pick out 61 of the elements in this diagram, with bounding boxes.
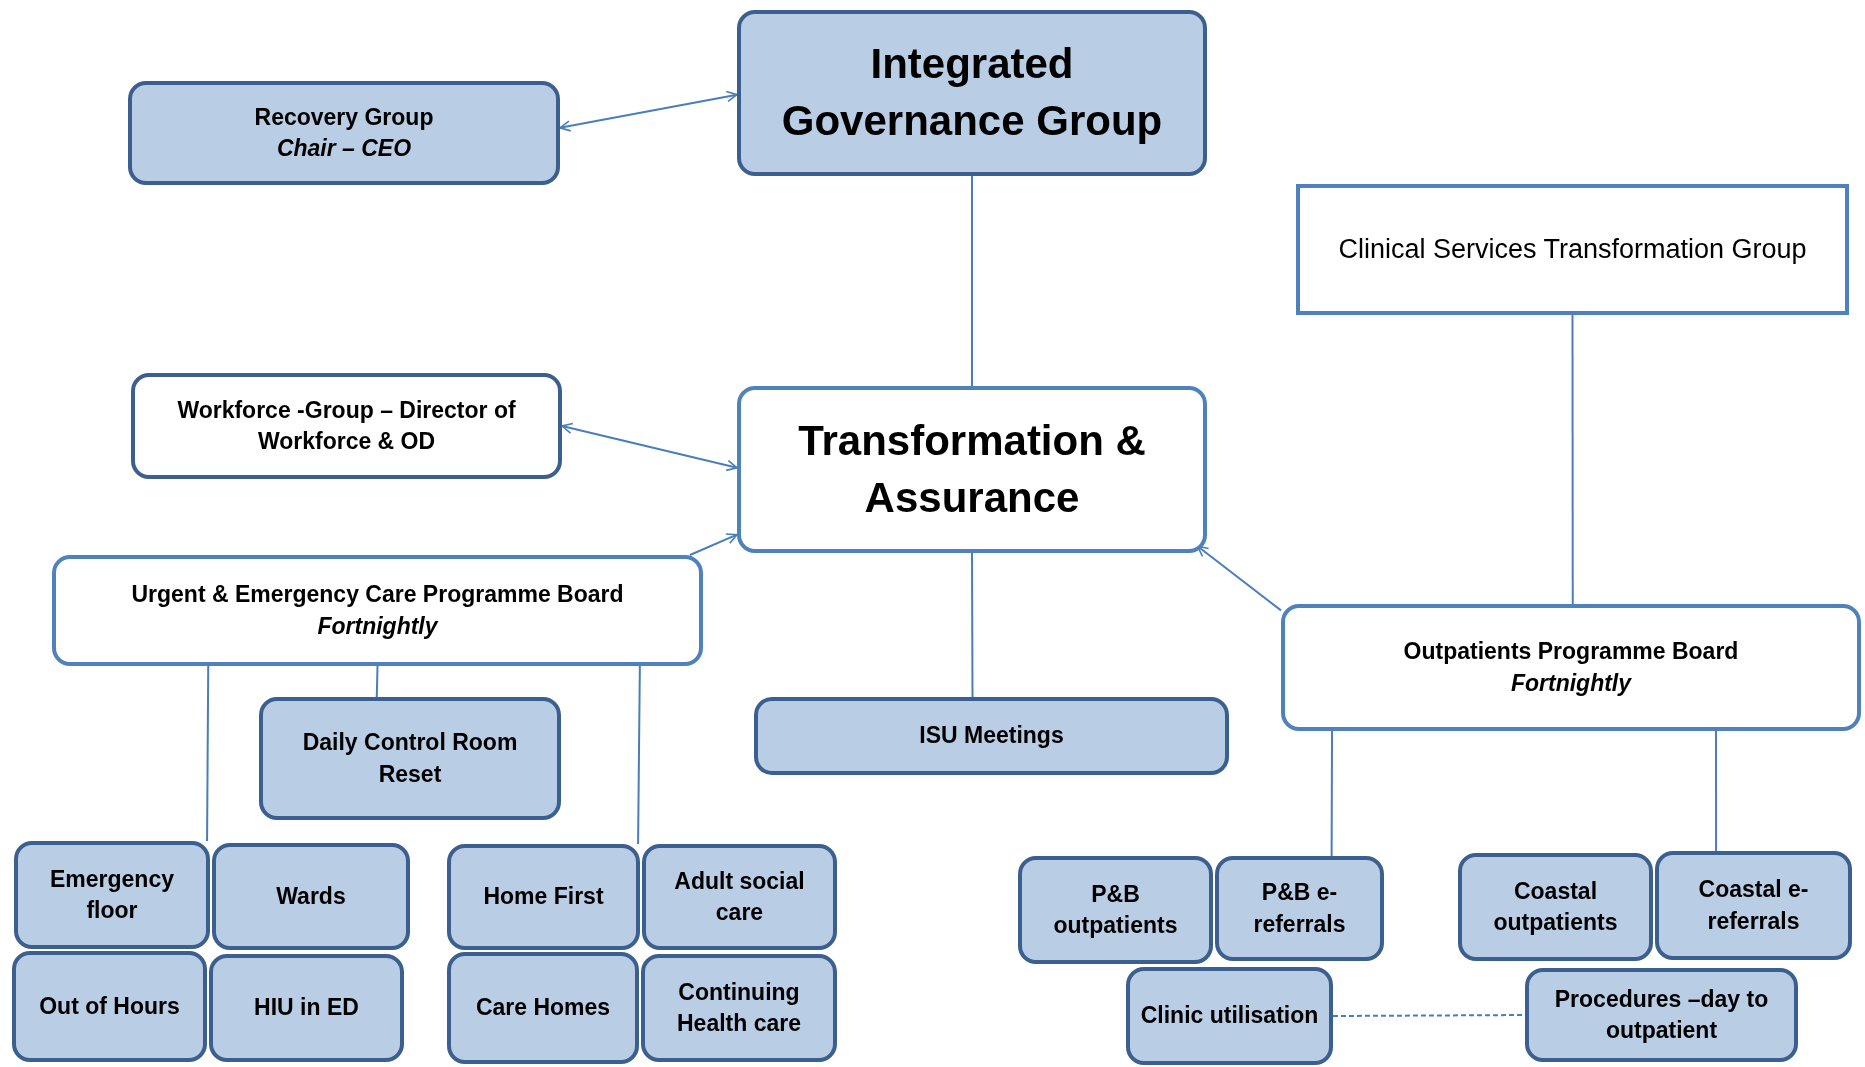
box-title: Procedures –day to outpatient (1553, 984, 1770, 1045)
workstream-box (1126, 967, 1333, 1065)
box-title: Workforce -Group – Director of Workforce & OD (176, 395, 517, 456)
box-title: Transformation & Assurance (797, 415, 1147, 523)
box-title: HIU in ED (254, 993, 359, 1023)
box-title: Care Homes (475, 993, 611, 1023)
connector-line (1571, 314, 1574, 605)
box-title: Clinic utilisation (1140, 1001, 1319, 1031)
box-title: P&B e-referrals (1252, 878, 1347, 939)
workstream-box (1525, 968, 1798, 1062)
box-title: Wards (276, 881, 346, 911)
box-title: Urgent & Emergency Care Programme Board (131, 580, 624, 610)
arrow (689, 533, 738, 556)
connector-line (1715, 730, 1718, 852)
arrow (1196, 545, 1282, 612)
meeting-box (754, 697, 1229, 775)
box-title: ISU Meetings (919, 721, 1064, 751)
workstream-box (14, 841, 210, 949)
connector-line (375, 665, 379, 698)
workstream-box (1018, 856, 1213, 964)
meeting-frequency: Fortnightly (1510, 668, 1632, 698)
group-box (128, 81, 560, 185)
workstream-box (212, 843, 410, 950)
box-title: Integrated Governance Group (780, 39, 1164, 146)
box-title: Daily Control Room Reset (301, 728, 519, 789)
workstream-box (447, 952, 639, 1064)
workstream-box (1655, 851, 1852, 960)
box-title: P&B outpatients (1052, 879, 1179, 940)
connector-line (637, 665, 641, 845)
group-box (1296, 184, 1849, 315)
arrow (559, 90, 738, 132)
connector-line (206, 665, 210, 842)
box-title: Emergency floor (49, 864, 175, 925)
workstream-box (1458, 853, 1653, 961)
meeting-frequency: Fortnightly (317, 611, 438, 641)
box-title: Home First (483, 882, 604, 912)
arrow (561, 422, 738, 472)
board-box (1281, 604, 1861, 731)
meeting-frequency: Chair – CEO (276, 134, 412, 163)
workstream-box (447, 844, 640, 950)
workstream-box (641, 954, 837, 1062)
meeting-box (259, 697, 561, 820)
group-box (131, 373, 562, 479)
workstream-box (1215, 856, 1384, 961)
box-title: Out of Hours (39, 991, 180, 1021)
box-title: Continuing Health care (676, 977, 802, 1038)
group-box (737, 10, 1207, 176)
box-title: Clinical Services Transformation Group (1338, 233, 1807, 267)
connector-line (971, 175, 973, 387)
board-box (52, 555, 703, 666)
box-title: Adult social care (673, 866, 806, 927)
workstream-box (642, 844, 837, 950)
connector-line (971, 552, 974, 698)
box-title: Coastal e-referrals (1697, 875, 1810, 936)
box-title: Recovery Group (254, 102, 434, 132)
box-title: Outpatients Programme Board (1403, 637, 1739, 667)
group-box (737, 386, 1207, 553)
connector-line (1330, 730, 1334, 857)
workstream-box (12, 951, 207, 1062)
workstream-box (209, 954, 404, 1062)
box-title: Coastal outpatients (1492, 876, 1619, 937)
